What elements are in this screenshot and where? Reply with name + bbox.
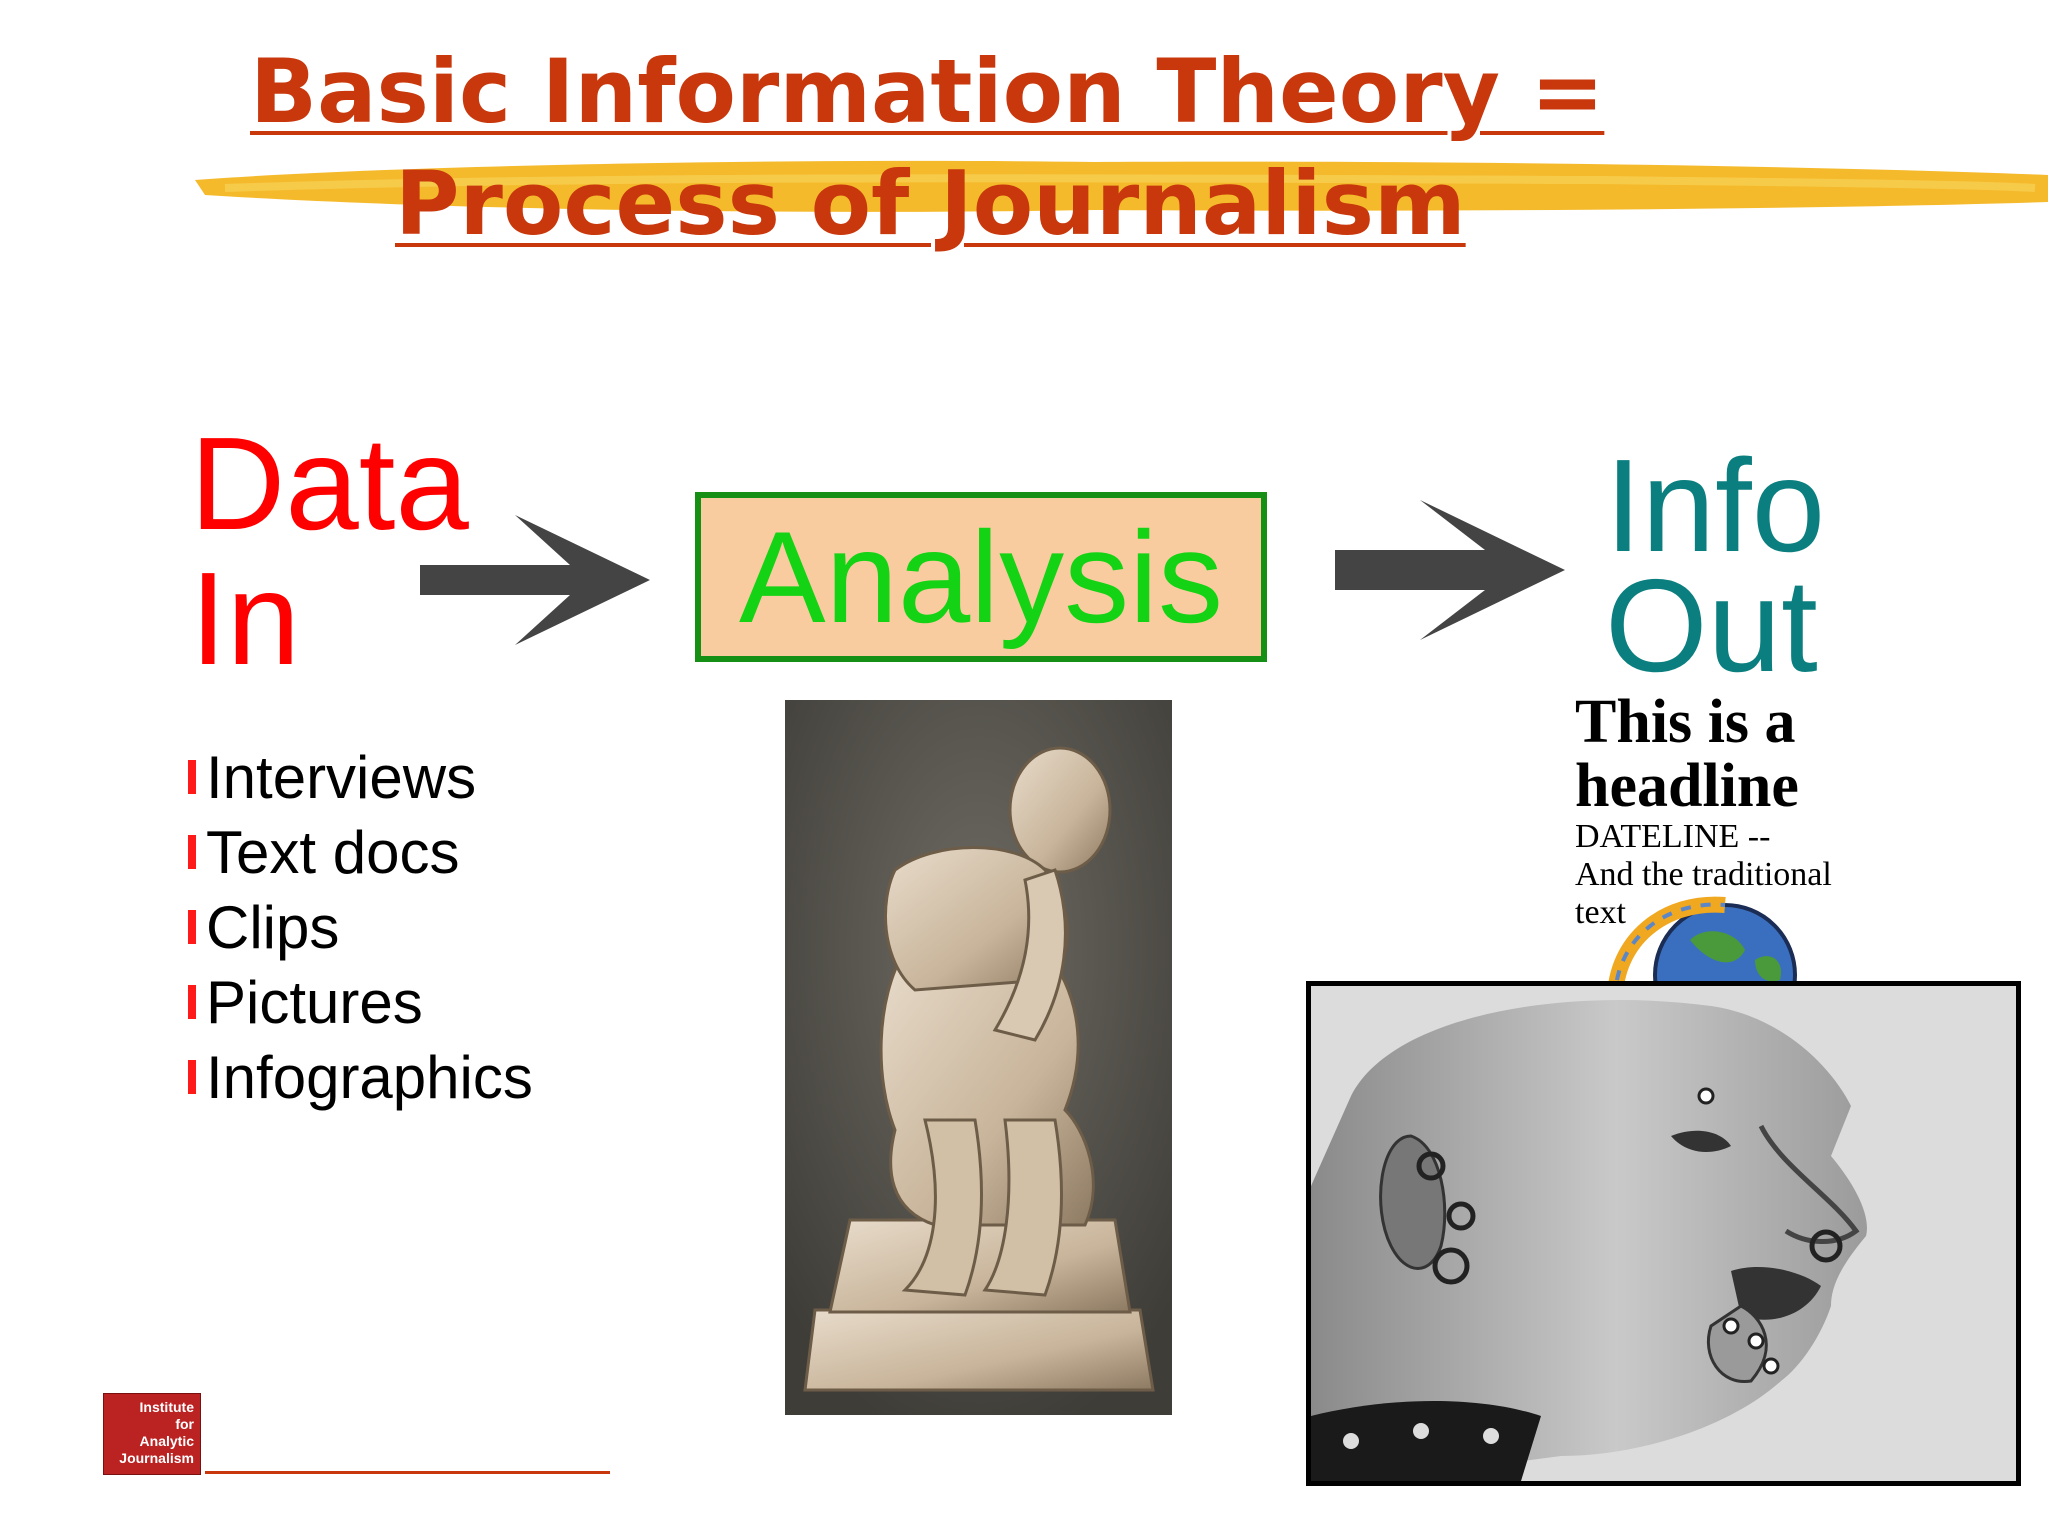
- news-snippet: This is a headline DATELINE -- And the t…: [1575, 690, 1875, 932]
- slide-title-line-1: Basic Information Theory =: [250, 40, 1605, 143]
- bullet-icon: [188, 910, 196, 944]
- bullet-icon: [188, 835, 196, 869]
- analysis-box: Analysis: [695, 492, 1267, 662]
- pierced-face-photo: [1306, 981, 2021, 1486]
- thinker-statue-image: [785, 700, 1172, 1415]
- list-item: Interviews: [186, 740, 533, 815]
- arrow-right-icon: [420, 515, 650, 645]
- footer-rule: [205, 1471, 610, 1474]
- info-out-label-line-2: Out: [1605, 552, 1818, 699]
- data-sources-list: Interviews Text docs Clips Pictures Info…: [186, 740, 533, 1115]
- data-in-label-line-2: In: [190, 545, 301, 692]
- analysis-label: Analysis: [738, 504, 1224, 650]
- info-out-label-line-1: Info: [1605, 432, 1826, 579]
- bullet-icon: [188, 985, 196, 1019]
- list-item: Text docs: [186, 815, 533, 890]
- dateline-text: DATELINE -- And the traditional text: [1575, 818, 1832, 931]
- list-item: Pictures: [186, 965, 533, 1040]
- bullet-icon: [188, 760, 196, 794]
- highlighter-stroke: [195, 160, 2048, 212]
- list-item: Infographics: [186, 1040, 533, 1115]
- globe-icon: [1607, 896, 1797, 1000]
- slide-title-line-2: Process of Journalism: [395, 152, 1466, 255]
- data-in-label-line-1: Data: [190, 410, 469, 557]
- headline-text: This is a headline: [1575, 688, 1799, 820]
- list-item: Clips: [186, 890, 533, 965]
- arrow-right-icon: [1335, 500, 1565, 640]
- bullet-icon: [188, 1060, 196, 1094]
